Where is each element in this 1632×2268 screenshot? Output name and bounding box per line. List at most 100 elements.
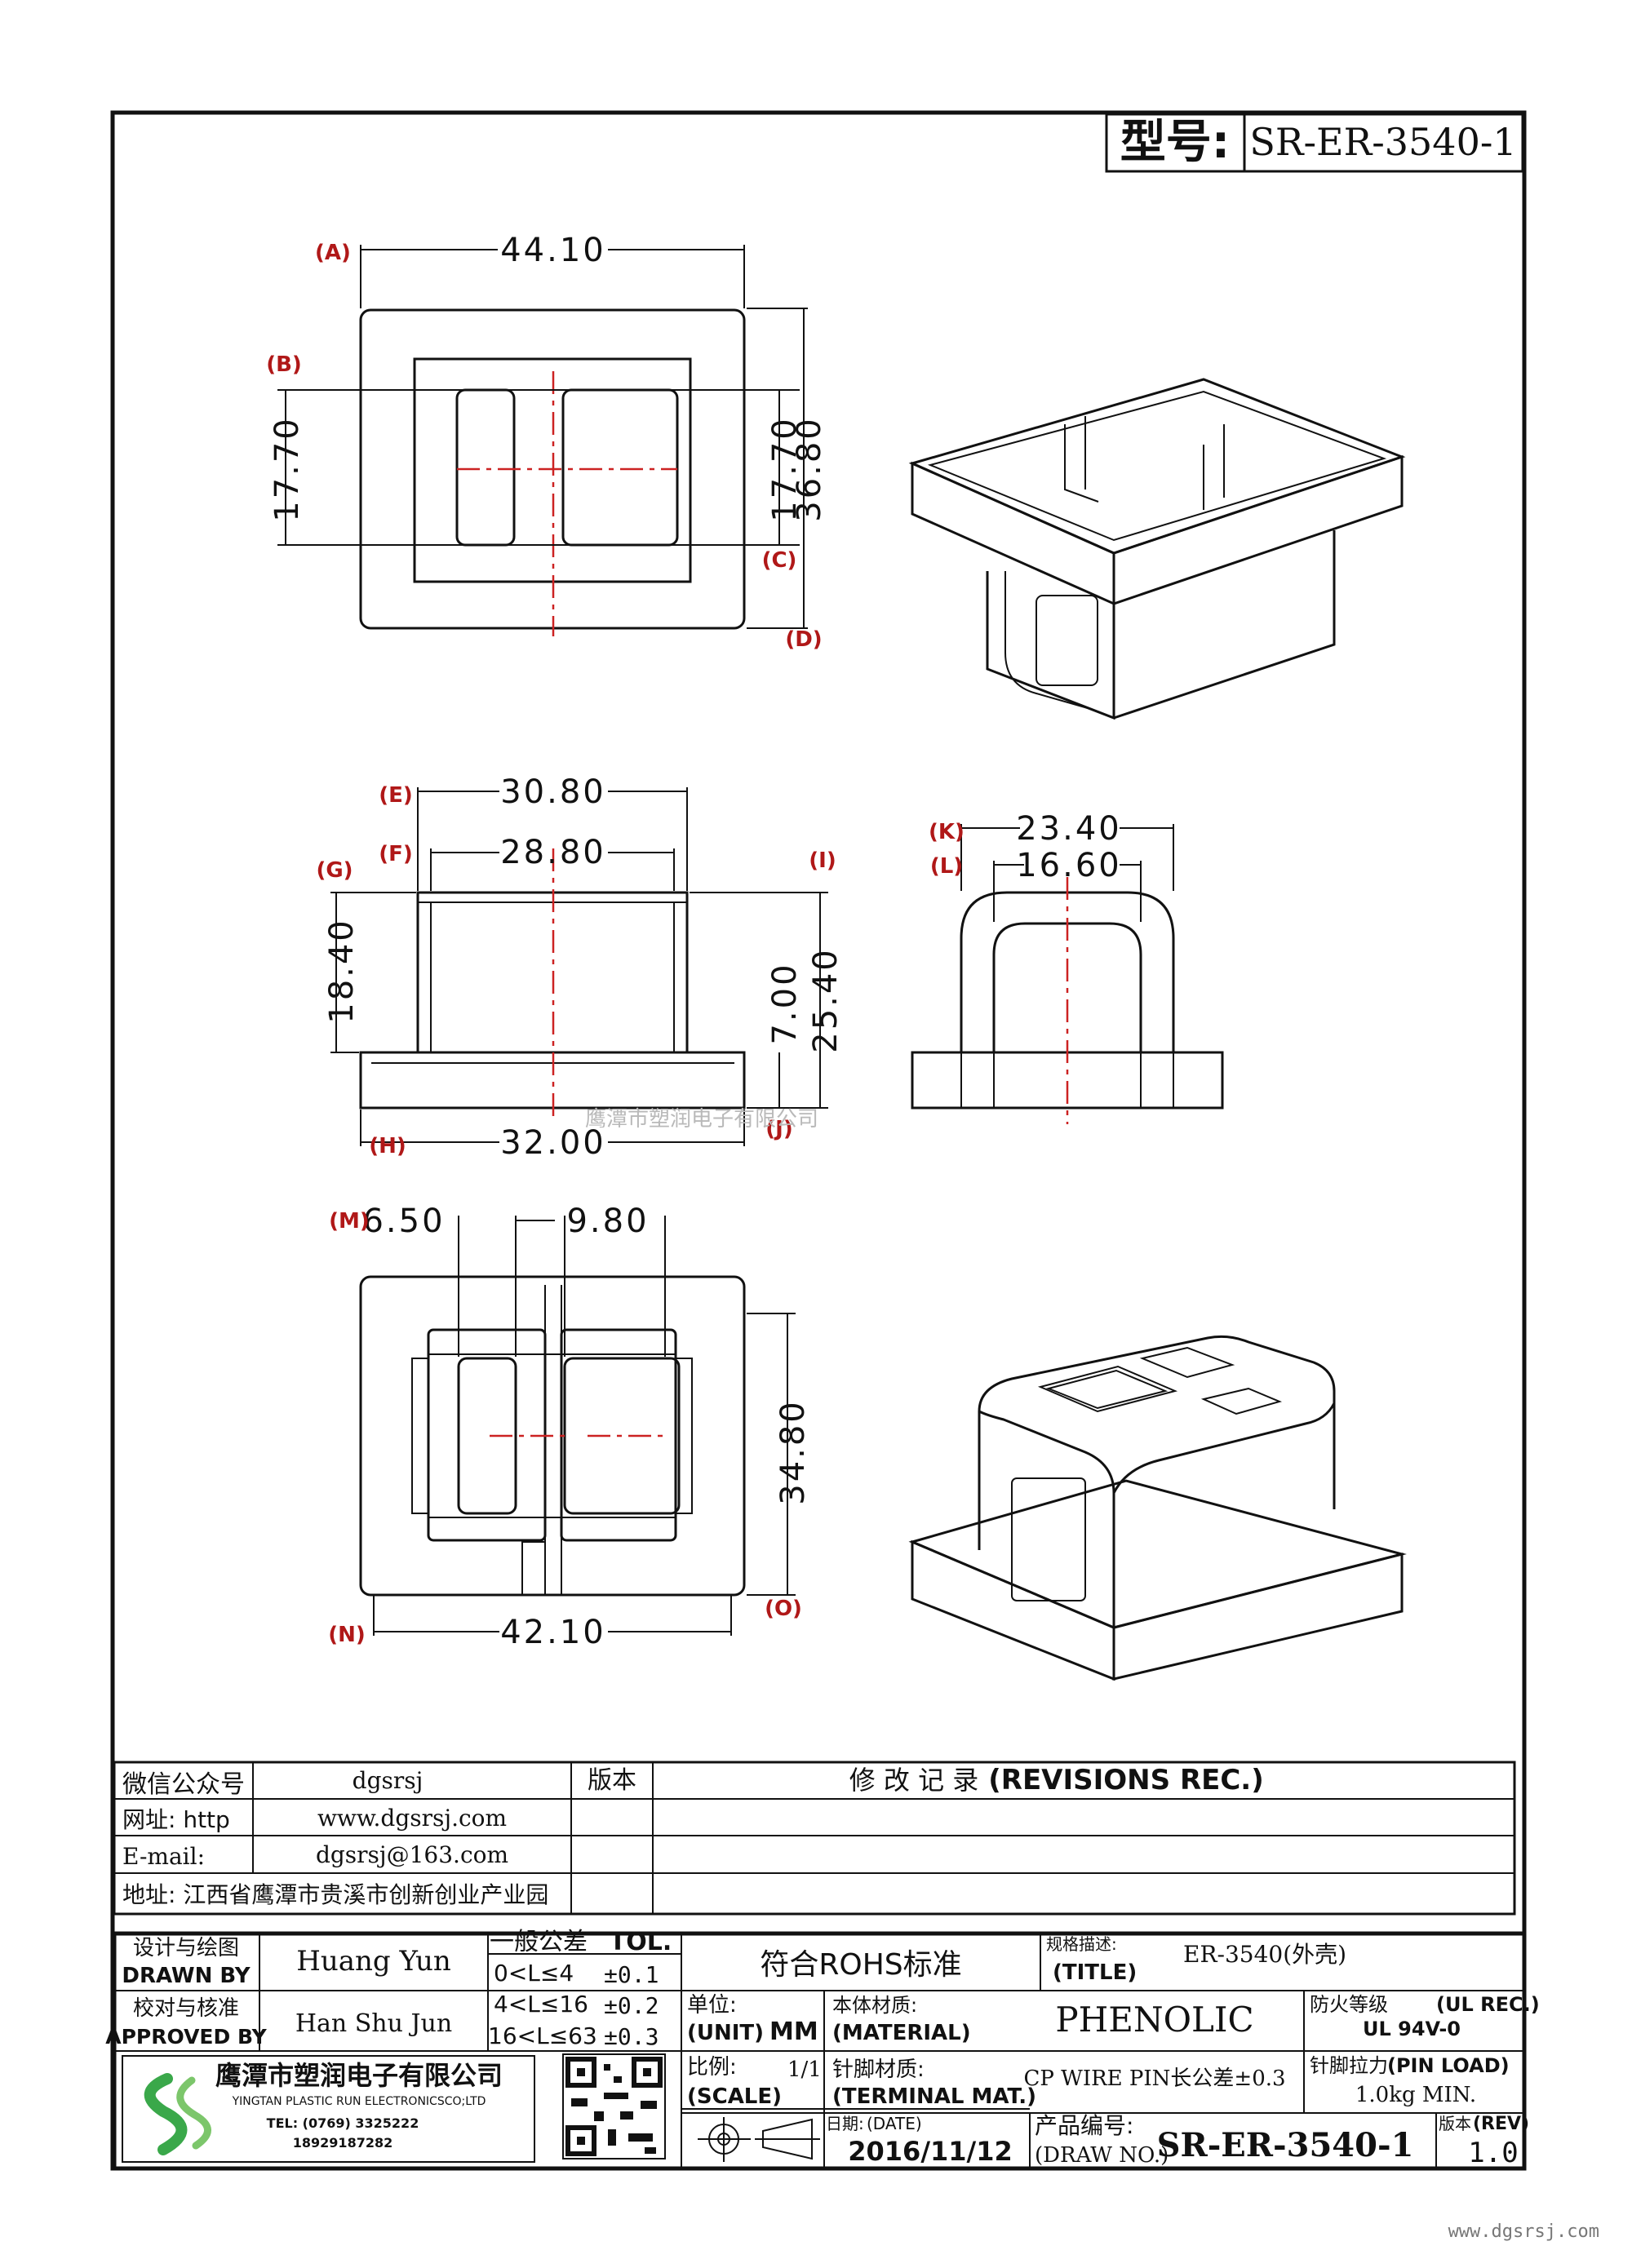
rev-cn: 版本 — [1439, 2114, 1471, 2133]
company-box — [122, 2055, 535, 2163]
email-value: dgsrsj@163.com — [316, 1841, 508, 1868]
company-mobile: 18929187282 — [293, 2135, 392, 2151]
company-name-cn: 鹰潭市塑润电子有限公司 — [215, 2060, 503, 2091]
unit-value: MM — [769, 2018, 818, 2046]
unit-cn: 单位: — [687, 1993, 737, 2018]
label-e: (E) — [379, 783, 413, 808]
drawno-en: (DRAW NO.) — [1035, 2143, 1169, 2168]
side-view: 23.40 16.60 (K) (L) — [911, 810, 1224, 1124]
model-label: 型号: — [1120, 116, 1230, 169]
dim-front-j: 7.00 — [766, 962, 804, 1044]
tol-en: TOL. — [610, 1928, 672, 1956]
date-value: 2016/11/12 — [848, 2136, 1013, 2167]
spec-cn: 规格描述: — [1046, 1934, 1117, 1954]
tol-range-3: 16<L≤63 — [488, 2022, 597, 2049]
dim-front-e: 30.80 — [500, 773, 606, 811]
tol-range-1: 0<L≤4 — [494, 1960, 574, 1987]
fire-en: (UL REC.) — [1436, 1993, 1540, 2016]
dim-bottom-width: 42.10 — [500, 1614, 606, 1651]
dim-front-g: 18.40 — [323, 918, 361, 1024]
label-d: (D) — [785, 627, 822, 652]
scale-value: 1/1 — [787, 2058, 822, 2082]
tol-value-3: ±0.3 — [604, 2023, 659, 2050]
dim-top-height: 36.80 — [791, 416, 828, 522]
revisions-version-header: 版本 — [588, 1766, 636, 1795]
web-label: 网址: http — [122, 1806, 230, 1833]
rev-value: 1.0 — [1468, 2137, 1518, 2169]
revisions-title-cn: 修 改 记 录 — [849, 1765, 979, 1796]
scale-cn: 比例: — [687, 2055, 737, 2080]
top-view: 44.10 17.70 17.70 36.80 (A) (B) (C) (D) — [266, 232, 828, 652]
company-name-en: YINGTAN PLASTIC RUN ELECTRONICSCO;LTD — [232, 2095, 486, 2108]
label-a: (A) — [315, 241, 351, 265]
pinload-value: 1.0kg MIN. — [1355, 2083, 1476, 2107]
dim-front-f: 28.80 — [500, 834, 606, 871]
drawno-cn: 产品编号: — [1035, 2112, 1133, 2139]
tol-value-1: ±0.1 — [604, 1961, 659, 1988]
title-block: 设计与绘图 DRAWN BY Huang Yun 校对与核准 APPROVED … — [105, 1928, 1540, 2171]
designer-en: DRAWN BY — [122, 1964, 251, 1988]
footer-url: www.dgsrsj.com — [1448, 2221, 1599, 2242]
dim-front-h: 32.00 — [500, 1124, 606, 1162]
wechat-value: dgsrsj — [353, 1767, 424, 1794]
dim-top-inner-right: 17.70 — [766, 416, 804, 522]
material-en: (MATERIAL) — [832, 2021, 971, 2045]
fire-cn: 防火等级 — [1310, 1993, 1388, 2016]
email-label: E-mail: — [122, 1843, 205, 1870]
rohs-text: 符合ROHS标准 — [760, 1948, 961, 1982]
dim-top-inner-left: 17.70 — [268, 416, 306, 522]
dim-bottom-height: 34.80 — [774, 1399, 812, 1505]
tol-range-2: 4<L≤16 — [494, 1991, 588, 2018]
qr-code — [562, 2053, 666, 2159]
approver-cn: 校对与核准 — [133, 1996, 239, 2021]
label-c: (C) — [762, 548, 797, 573]
address-text: 地址: 江西省鹰潭市贵溪市创新创业产业园 — [122, 1881, 548, 1908]
designer-name: Huang Yun — [296, 1945, 451, 1978]
model-value: SR-ER-3540-1 — [1249, 120, 1516, 164]
iso-view-top — [908, 378, 1406, 720]
tol-cn: 一般公差 — [490, 1928, 588, 1956]
company-logo-icon — [144, 2073, 211, 2155]
unit-en: (UNIT) — [687, 2021, 764, 2045]
dim-front-total: 25.40 — [807, 947, 845, 1053]
dim-top-width: 44.10 — [500, 232, 606, 269]
scale-en: (SCALE) — [687, 2084, 782, 2109]
company-tel: TEL: (0769) 3325222 — [267, 2115, 419, 2131]
designer-cn: 设计与绘图 — [133, 1936, 239, 1960]
contact-revisions-table: 微信公众号 dgsrsj 网址: http www.dgsrsj.com E-m… — [113, 1761, 1516, 1916]
terminal-en: (TERMINAL MAT.) — [832, 2084, 1036, 2109]
approver-name: Han Shu Jun — [295, 2009, 452, 2038]
drawno-value: SR-ER-3540-1 — [1157, 2126, 1414, 2164]
label-k: (K) — [929, 820, 965, 844]
front-view: 30.80 28.80 18.40 32.00 7.00 25.40 (E) (… — [316, 773, 845, 1162]
terminal-cn: 针脚材质: — [832, 2058, 925, 2082]
label-f: (F) — [379, 842, 413, 866]
rev-en: (REV) — [1473, 2114, 1529, 2134]
date-cn: 日期: — [826, 2114, 864, 2133]
label-l: (L) — [930, 854, 963, 879]
label-h: (H) — [369, 1134, 406, 1158]
pinload-cn: 针脚拉力 — [1310, 2054, 1388, 2077]
bottom-view: 6.50 9.80 34.80 42.10 (M) (N) (O) — [328, 1203, 812, 1651]
spec-en: (TITLE) — [1053, 1960, 1137, 1985]
label-o: (O) — [765, 1597, 802, 1621]
fire-value: UL 94V-0 — [1363, 2018, 1461, 2040]
terminal-value: CP WIRE PIN长公差±0.3 — [1023, 2066, 1285, 2091]
tol-value-2: ±0.2 — [604, 1992, 659, 2019]
dim-side-k: 23.40 — [1016, 810, 1122, 848]
spec-value: ER-3540(外壳) — [1183, 1941, 1346, 1968]
approver-en: APPROVED BY — [105, 2025, 267, 2049]
watermark-center: 鹰潭市塑润电子有限公司 — [585, 1107, 818, 1132]
date-en: (DATE) — [867, 2114, 922, 2133]
iso-view-bottom — [908, 1335, 1407, 1681]
label-b: (B) — [266, 352, 302, 377]
wechat-label: 微信公众号 — [122, 1770, 245, 1799]
label-m: (M) — [329, 1209, 370, 1234]
projection-symbol-icon — [698, 2117, 820, 2162]
label-g: (G) — [316, 858, 353, 883]
web-value: www.dgsrsj.com — [317, 1805, 507, 1832]
label-j: (J) — [765, 1117, 792, 1141]
label-i: (I) — [809, 848, 836, 873]
pinload-en: (PIN LOAD) — [1387, 2054, 1510, 2077]
